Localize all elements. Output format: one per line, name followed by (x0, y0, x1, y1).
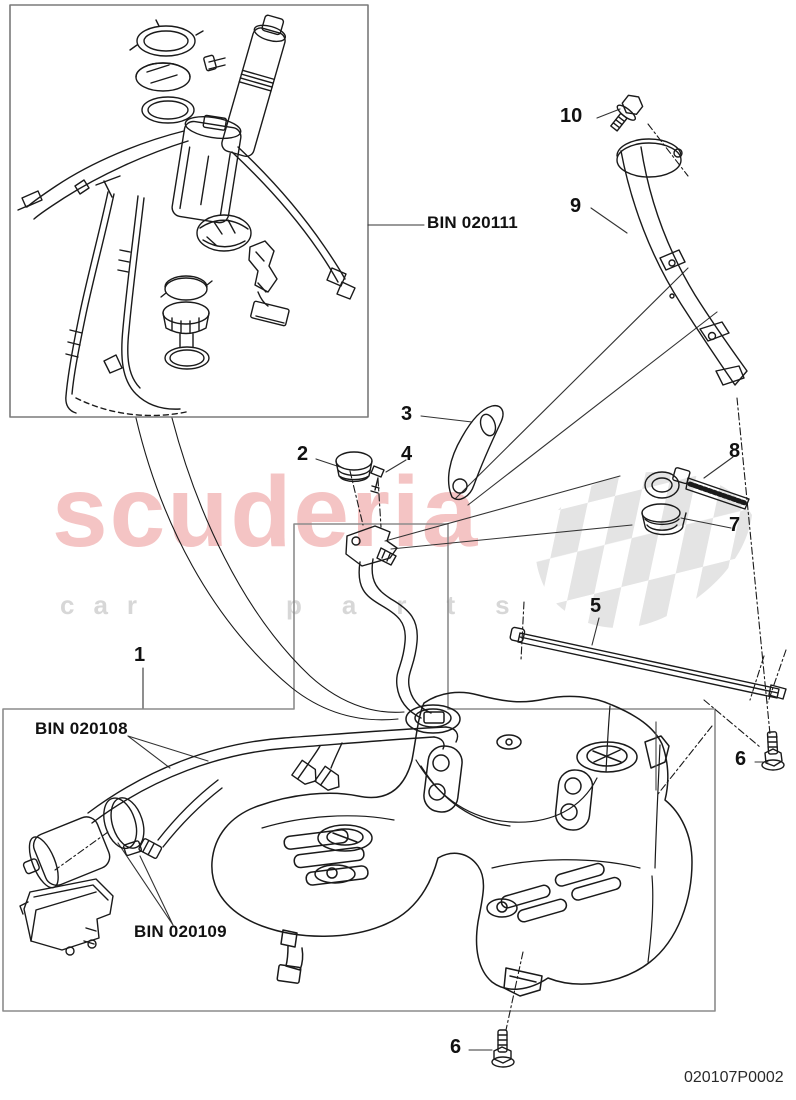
fuel-filter-drawing (19, 779, 223, 956)
callout-2: 2 (297, 443, 309, 465)
callout-7: 7 (729, 514, 741, 536)
bin-label-fuel-filter: BIN 020109 (134, 922, 227, 941)
bolt-bottom-drawing (491, 1029, 515, 1068)
filler-pipe-drawing (345, 525, 432, 719)
pump-assembly-inset-drawing (17, 14, 356, 417)
tank-support-rail-drawing (509, 626, 787, 700)
tank-group-frame (2, 523, 716, 1012)
fuel-tank-drawing (211, 691, 693, 997)
watermark-brand: scuderia (52, 456, 480, 568)
checkered-flag-watermark (535, 471, 752, 628)
bin-label-fuel-lines: BIN 020108 (35, 719, 128, 738)
tank-strap-drawing (616, 138, 748, 386)
fuel-lines-drawing (87, 726, 459, 824)
leader-lines (117, 108, 769, 1051)
inset-box-frame (9, 4, 369, 418)
bin-label-pump-module: BIN 020111 (427, 213, 518, 232)
watermark-tagline-word1: car (60, 590, 157, 620)
callout-8: 8 (729, 440, 741, 462)
sealing-cap-drawing (641, 503, 687, 536)
callout-10: 10 (560, 105, 583, 127)
watermark-tagline-word2: parts (286, 590, 550, 620)
callout-6-bottom: 6 (450, 1036, 462, 1058)
callout-5: 5 (590, 595, 602, 617)
filler-cap-drawing (335, 404, 504, 501)
cable-tie-drawing (644, 467, 750, 510)
callout-9: 9 (570, 195, 582, 217)
callout-6-right: 6 (735, 748, 747, 770)
bolt-right-drawing (761, 731, 785, 771)
routing-curves (135, 417, 405, 721)
callout-3: 3 (401, 403, 413, 425)
callout-1: 1 (134, 644, 146, 666)
alignment-dashes (54, 123, 787, 1031)
drawing-number: 020107P0002 (684, 1069, 784, 1086)
callout-4: 4 (401, 443, 413, 465)
strap-bolt-drawing (610, 94, 644, 132)
